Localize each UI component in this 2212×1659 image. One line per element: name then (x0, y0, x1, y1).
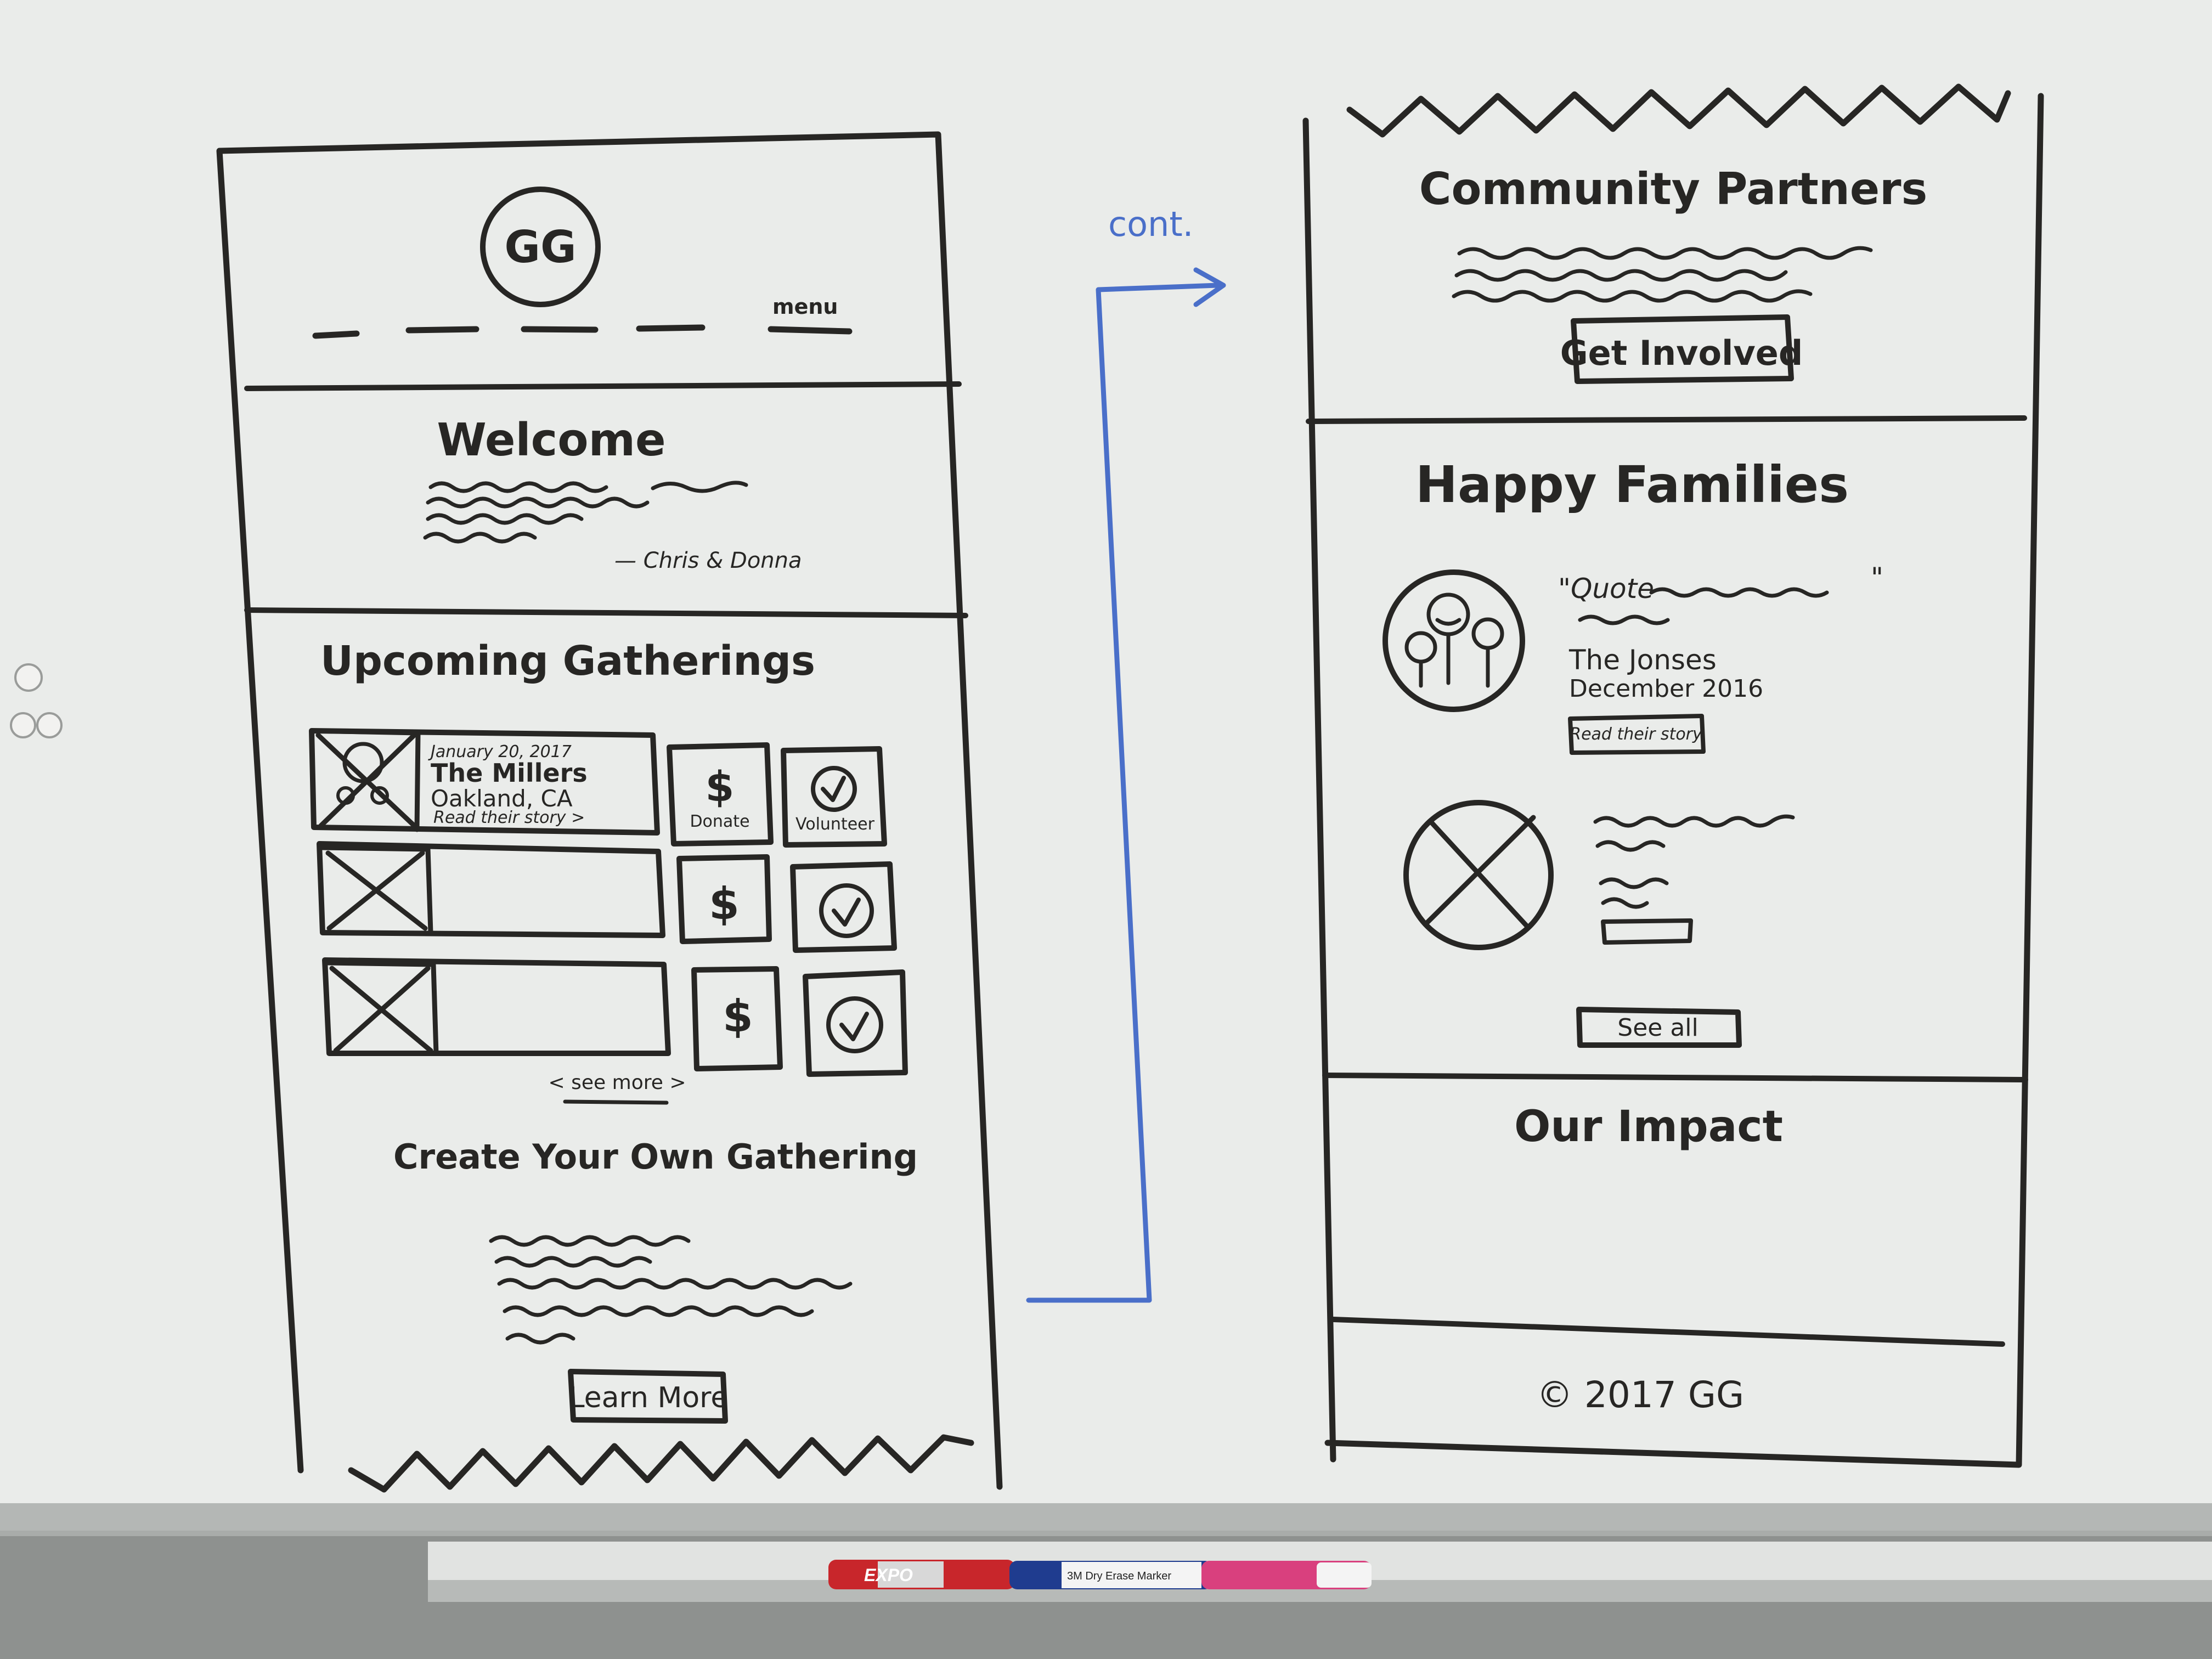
cont-label: cont. (1108, 204, 1193, 244)
volunteer-button[interactable] (803, 969, 908, 1077)
marker-brand: EXPO (864, 1565, 913, 1585)
learn-more-label: Learn More (569, 1381, 729, 1414)
continuation-arrow: cont. (1026, 204, 1226, 1303)
impact-title: Our Impact (1514, 1102, 1783, 1152)
photo-placeholder (324, 960, 439, 1056)
testimonial-date: December 2016 (1569, 675, 1763, 703)
photo-placeholder-icon (1403, 800, 1554, 950)
welcome-signature: — Chris & Donna (614, 548, 802, 573)
testimonial-family: The Jonses (1568, 644, 1717, 676)
get-involved-button[interactable]: Get Involved (1560, 314, 1803, 384)
logo[interactable]: GG (504, 222, 576, 273)
check-icon (826, 996, 883, 1053)
gathering-story-link[interactable]: Read their story > (433, 808, 585, 827)
learn-more-button[interactable]: Learn More (568, 1369, 729, 1424)
gathering-row[interactable] (322, 957, 671, 1056)
families-title: Happy Families (1415, 455, 1849, 514)
footer-copyright: © 2017 GG (1537, 1374, 1744, 1416)
family-testimonial-placeholder (1403, 800, 1795, 950)
see-all-button[interactable]: See all (1576, 1007, 1742, 1048)
nav-links[interactable] (312, 324, 853, 339)
marker-pink[interactable] (1201, 1561, 1372, 1589)
magnet (14, 663, 43, 692)
family-testimonial: "Quote " The Jonses December 2016 Read t… (1383, 562, 1883, 755)
get-involved-label: Get Involved (1560, 333, 1803, 373)
gathering-family: The Millers (431, 758, 588, 788)
whiteboard-surface (0, 0, 2212, 1503)
donate-label: Donate (690, 812, 749, 831)
family-photo-icon (1383, 569, 1525, 712)
see-more-link[interactable]: < see more > (549, 1071, 686, 1094)
partners-text-lines (1452, 246, 1873, 303)
left-page-wireframe: GG menu Welcome — Chris & Donna Upcoming… (216, 131, 1003, 1493)
volunteer-button[interactable] (790, 861, 897, 953)
photo-placeholder (318, 845, 433, 935)
gathering-location: Oakland, CA (431, 785, 573, 812)
volunteer-button[interactable]: Volunteer (781, 746, 887, 848)
volunteer-label: Volunteer (795, 815, 875, 834)
see-all-label: See all (1617, 1014, 1698, 1042)
dollar-icon: $ (706, 762, 735, 811)
family-drawing-icon (342, 742, 384, 783)
gathering-row[interactable] (317, 841, 665, 938)
quote-end: " (1871, 562, 1883, 594)
donate-button[interactable]: $ (676, 854, 772, 944)
create-text-lines (489, 1235, 853, 1345)
gatherings-title: Upcoming Gatherings (320, 637, 815, 685)
gathering-date: January 20, 2017 (428, 742, 572, 761)
magnet (10, 712, 36, 738)
marker-brand: 3M Dry Erase Marker (1067, 1570, 1171, 1582)
read-more-button-placeholder[interactable] (1601, 918, 1693, 945)
marker-red[interactable]: EXPO (828, 1560, 1015, 1589)
menu-link[interactable]: menu (772, 295, 838, 319)
gathering-row[interactable]: January 20, 2017 The Millers Oakland, CA… (309, 728, 660, 836)
partners-title: Community Partners (1419, 163, 1927, 215)
dollar-icon: $ (709, 878, 740, 929)
check-icon (811, 766, 857, 812)
dollar-icon: $ (723, 991, 753, 1042)
quote-text: "Quote (1558, 573, 1654, 605)
check-icon (819, 883, 874, 938)
read-their-story-label: Read their story (1570, 725, 1703, 744)
magnet (36, 712, 63, 738)
donate-button[interactable]: $ Donate (667, 742, 774, 847)
create-title: Create Your Own Gathering (393, 1137, 918, 1177)
read-their-story-button[interactable]: Read their story (1568, 714, 1706, 755)
donate-button[interactable]: $ (691, 966, 783, 1071)
logo-circle (480, 187, 601, 307)
right-page-wireframe: Community Partners Get Involved Happy Fa… (1302, 83, 2044, 1468)
welcome-title: Welcome (437, 414, 665, 466)
marker-blue[interactable]: 3M Dry Erase Marker (1009, 1561, 1212, 1589)
welcome-text-lines (423, 481, 748, 544)
